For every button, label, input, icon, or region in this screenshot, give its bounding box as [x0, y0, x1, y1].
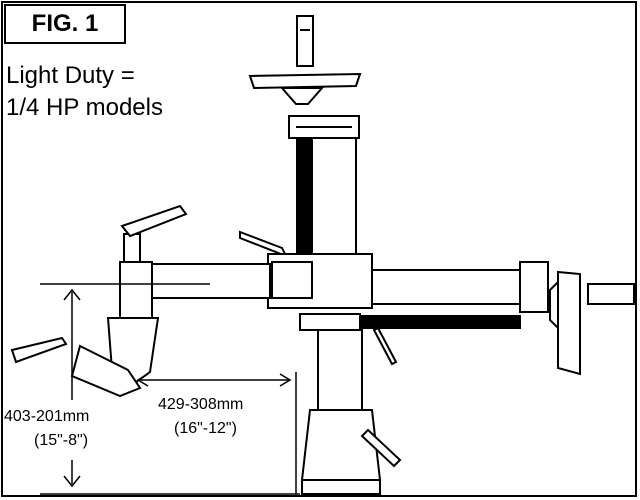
upper-column: [311, 137, 357, 255]
left-top-handle: [120, 204, 188, 238]
vertical-dimension-inches: (15"-8"): [34, 432, 89, 449]
top-disc: [248, 72, 362, 90]
side-handle: [239, 230, 289, 258]
grinding-head: [70, 344, 142, 398]
horizontal-dimension-range: 429-308mm: [158, 396, 244, 413]
left-lower-handle: [10, 336, 68, 364]
horizontal-dimension-inches: (16"-12"): [174, 420, 237, 437]
figure-label: FIG. 1: [4, 4, 126, 44]
lower-column: [317, 329, 363, 411]
feed-screw-vertical: [296, 137, 312, 255]
feed-screw-horizontal: [359, 315, 521, 329]
base: [300, 409, 382, 481]
top-handle: [296, 15, 314, 67]
right-arm: [371, 269, 521, 305]
base-handle: [360, 428, 402, 468]
right-disc: [557, 270, 581, 376]
vertical-dimension-range: 403-201mm: [4, 408, 90, 425]
horizontal-arm: [149, 263, 271, 299]
caption-line-2: 1/4 HP models: [6, 94, 163, 121]
caption-line-1: Light Duty =: [6, 62, 135, 89]
right-handle: [587, 283, 635, 305]
lower-collar: [299, 313, 361, 331]
left-head-block: [119, 261, 153, 319]
